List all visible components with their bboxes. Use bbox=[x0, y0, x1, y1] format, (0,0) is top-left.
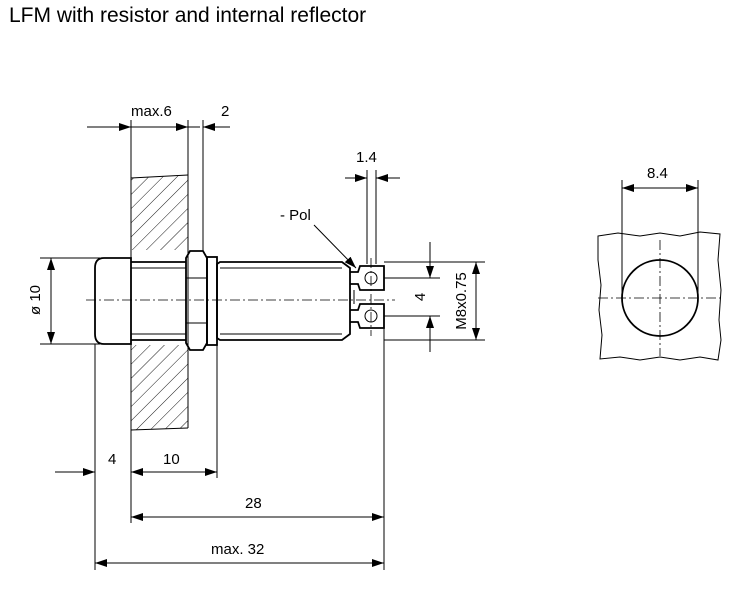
page-title: LFM with resistor and internal reflector bbox=[9, 4, 367, 27]
label-pin-spacing: 4 bbox=[412, 293, 429, 301]
label-cutout: 8.4 bbox=[647, 165, 668, 182]
dimension-diameter: ø 10 bbox=[27, 257, 100, 345]
solder-terminals bbox=[350, 265, 385, 329]
mounting-nut bbox=[185, 250, 208, 351]
label-panel-max: max.6 bbox=[131, 103, 172, 120]
mounting-panel bbox=[130, 120, 189, 523]
dimension-panel-max: max.6 bbox=[87, 103, 200, 131]
threaded-sleeve bbox=[216, 261, 351, 341]
label-nut-thickness: 2 bbox=[221, 103, 229, 120]
label-pin-width: 1.4 bbox=[356, 149, 377, 166]
label-head-length: 4 bbox=[108, 451, 116, 468]
label-thread: M8x0.75 bbox=[453, 272, 470, 330]
label-pol: - Pol bbox=[280, 207, 311, 224]
label-overall-length: max. 32 bbox=[211, 541, 264, 558]
dimension-nut-length: 10 bbox=[131, 345, 218, 478]
label-body-length: 28 bbox=[245, 495, 262, 512]
label-diameter: ø 10 bbox=[27, 285, 44, 315]
dimension-overall-length: max. 32 bbox=[95, 541, 384, 567]
dimension-body-length: 28 bbox=[131, 328, 385, 570]
dimension-nut-thickness: 2 bbox=[170, 103, 230, 251]
panel-cutout-view: 8.4 bbox=[597, 165, 722, 361]
washer bbox=[206, 256, 218, 346]
lamp-head bbox=[94, 257, 132, 345]
dimension-pin-spacing: 4 bbox=[384, 242, 440, 352]
thread-body bbox=[131, 261, 186, 341]
label-nut-length: 10 bbox=[163, 451, 180, 468]
dimension-thread: M8x0.75 bbox=[384, 261, 485, 341]
dimension-pin-width: 1.4 bbox=[345, 149, 400, 264]
polarity-callout: - Pol bbox=[280, 207, 357, 269]
